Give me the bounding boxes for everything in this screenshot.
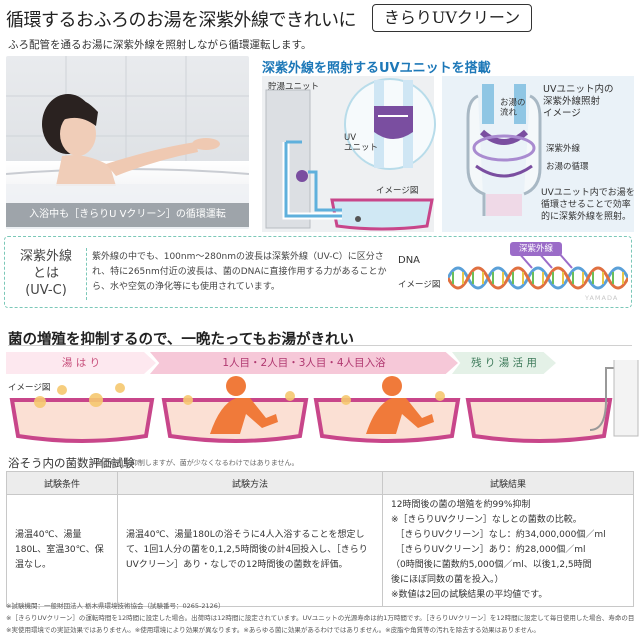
uv-unit-diagram bbox=[262, 76, 634, 232]
footnote-1: ※試験機関：一般財団法人 栃木県環境技術協会（試験番号：0265-2126） bbox=[6, 602, 225, 610]
legend-circulation: お湯の循環 bbox=[546, 162, 589, 172]
page-title: 循環するおふろのお湯を深紫外線できれいに bbox=[6, 10, 357, 31]
term-line-1: 深紫外線とは bbox=[19, 249, 72, 281]
header-result: 試験結果 bbox=[382, 471, 634, 495]
evaluation-table: 試験条件 試験方法 試験結果 湯温40℃、湯量180L、室温30℃、保温なし。 … bbox=[6, 471, 634, 607]
bath-sequence-illustration bbox=[9, 360, 639, 443]
result-line: ※数値は2回の試験結果の平均値です。 bbox=[391, 590, 548, 600]
result-line: ［きらりUVクリーン］あり：約28,000個／ml bbox=[391, 545, 586, 555]
section-divider bbox=[8, 345, 632, 346]
flow-label-2: 流れ bbox=[500, 108, 518, 118]
step-fill: 湯 は り bbox=[6, 352, 156, 374]
result-line: （0時間後に菌数約5,000個／ml、以後1,2,5時間 bbox=[391, 560, 592, 570]
uv-unit-label-2: ユニット bbox=[344, 143, 379, 153]
deep-uv-term: 深紫外線とは (UV-C) bbox=[14, 248, 78, 299]
section2-image-label: イメージ図 bbox=[8, 383, 51, 393]
result-line: ［きらりUVクリーン］なし：約34,000,000個／ml bbox=[391, 530, 606, 540]
page-subtitle: ふろ配管を通るお湯に深紫外線を照射しながら循環運転します。 bbox=[8, 39, 312, 51]
diagram-image-label: イメージ図 bbox=[376, 186, 419, 196]
table-header-row: 試験条件 試験方法 試験結果 bbox=[6, 471, 634, 495]
photo-caption: 入浴中も［きらりU Vクリーン］の循環運転 bbox=[6, 203, 249, 227]
callout-title: UVユニット内の 深紫外線照射 イメージ bbox=[543, 84, 613, 120]
desc-line-2: 循環させることで効率 bbox=[541, 200, 631, 210]
callout-line-3: イメージ bbox=[543, 108, 581, 119]
table-row: 湯温40℃、湯量180L、室温30℃、保温なし。 湯温40℃、湯量180Lの浴そ… bbox=[6, 494, 634, 607]
callout-description: UVユニット内でお湯を 循環させることで効率 的に深紫外線を照射。 bbox=[541, 187, 635, 223]
dna-illustration bbox=[448, 242, 628, 290]
header-condition: 試験条件 bbox=[6, 471, 118, 495]
header-method: 試験方法 bbox=[117, 471, 383, 495]
deep-uv-tag: 深紫外線 bbox=[518, 244, 553, 254]
evaluation-note: ※菌の増殖を抑制しますが、菌が少なくなるわけではありません。 bbox=[90, 459, 299, 467]
info-divider bbox=[86, 248, 88, 300]
cell-result: 12時間後の菌の増殖を約99%抑制 ※［きらりUVクリーン］なしとの菌数の比較。… bbox=[382, 494, 634, 607]
callout-line-2: 深紫外線照射 bbox=[543, 96, 601, 107]
deep-uv-description: 紫外線の中でも、100nm～280nmの波長は深紫外線（UV-C）に区分され、特… bbox=[92, 252, 387, 292]
callout-line-1: UVユニット内の bbox=[543, 84, 614, 95]
uv-unit-label-1: UV bbox=[344, 133, 357, 143]
uv-unit-heading: 深紫外線を照射するUVユニットを搭載 bbox=[262, 61, 491, 76]
result-line: ※［きらりUVクリーン］なしとの菌数の比較。 bbox=[391, 515, 582, 525]
result-line: 後にほぼ同数の菌を投入。） bbox=[391, 575, 504, 585]
dna-image-label: イメージ図 bbox=[398, 280, 441, 290]
term-line-2: (UV-C) bbox=[25, 283, 67, 298]
section2-title: 菌の増殖を抑制するので、一晩たってもお湯がきれい bbox=[8, 332, 354, 348]
feature-badge: きらりUVクリーン bbox=[372, 4, 532, 32]
flow-label-1: お湯の bbox=[500, 98, 526, 108]
result-line: 12時間後の菌の増殖を約99%抑制 bbox=[391, 500, 531, 510]
cell-condition: 湯温40℃、湯量180L、室温30℃、保温なし。 bbox=[6, 494, 118, 607]
tank-unit-label: 貯湯ユニット bbox=[268, 82, 320, 92]
deep-uv-info-box bbox=[4, 236, 632, 308]
uv-unit-label: UV ユニット bbox=[344, 133, 378, 153]
step-bathing: 1人目・2人目・3人目・4人目入浴 bbox=[150, 352, 458, 374]
bathing-photo bbox=[6, 56, 249, 229]
cell-method: 湯温40℃、湯量180Lの浴そうに4人入浴することを想定して、1回1人分の菌を0… bbox=[117, 494, 383, 607]
evaluation-title: 浴そう内の菌数評価試験 bbox=[8, 456, 135, 470]
footnote-3: ※実使用環境での実証効果ではありません。※使用環境により効果が異なります。※あら… bbox=[6, 626, 540, 634]
legend-uv: 深紫外線 bbox=[546, 144, 581, 154]
dna-label: DNA bbox=[398, 255, 421, 266]
desc-line-1: UVユニット内でお湯を bbox=[541, 188, 635, 198]
footnote-2: ※［きらりUVクリーン］の運転時間を12時間に設定した場合。出荷時は12時間に設… bbox=[6, 614, 634, 622]
step-reuse: 残 り 湯 活 用 bbox=[452, 352, 556, 374]
flow-label: お湯の 流れ bbox=[500, 98, 526, 118]
desc-line-3: 的に深紫外線を照射。 bbox=[541, 212, 632, 222]
watermark: YAMADA bbox=[585, 294, 619, 302]
